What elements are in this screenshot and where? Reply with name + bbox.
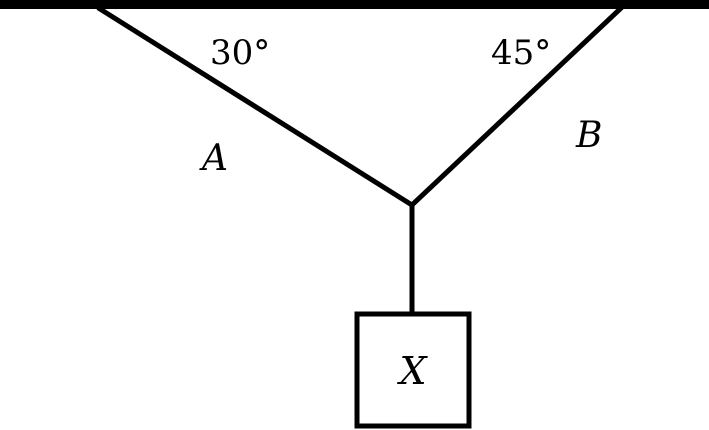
angle-label-right: 45° [491, 33, 551, 73]
rope-a [96, 5, 416, 209]
block-label: X [396, 349, 428, 393]
rope-a-label: A [199, 138, 228, 179]
angle-label-left: 30° [210, 33, 270, 73]
rope-b [408, 5, 624, 209]
ceiling [0, 0, 709, 9]
rope-b-label: B [575, 115, 602, 156]
block-x [354, 311, 472, 429]
